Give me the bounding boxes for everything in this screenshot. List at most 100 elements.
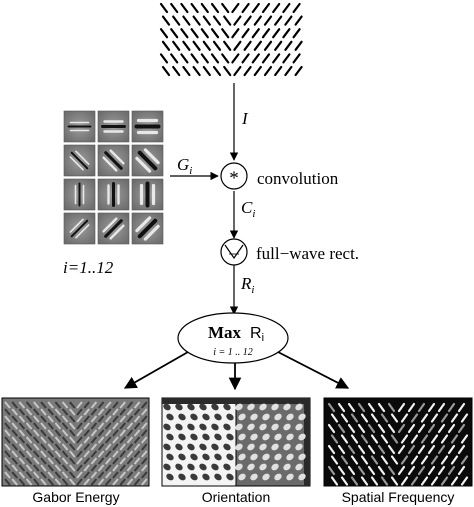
stimulus-bar [284,15,293,26]
energy-texel [126,422,134,430]
energy-texel [105,443,112,451]
orientation-texel [211,463,219,471]
stimulus-bar [231,53,240,64]
energy-texel [25,478,33,486]
energy-texel [141,429,148,437]
frequency-texel [390,413,399,423]
energy-texel [76,464,83,472]
max-to-spatial-frequency-arrow [277,351,350,389]
gabor-filter-tile [97,178,130,211]
energy-texel [76,457,83,465]
stimulus-bar [253,15,262,26]
frequency-texel [407,465,416,476]
energy-texel [105,401,112,409]
frequency-texel [407,423,416,434]
gabor-filter-tile [131,178,164,211]
max-range: i = 1 .. 12 [213,347,253,358]
energy-texel [90,443,98,451]
energy-texel [4,471,11,479]
energy-texel [47,422,54,430]
gabor-energy-map [1,397,150,487]
stimulus-bar [161,65,171,77]
stimulus-bar [243,40,252,51]
stimulus-bar [253,40,262,51]
orientation-texel [190,413,198,421]
energy-texel [126,443,134,451]
output-label-orientation: Orientation [202,489,270,505]
orientation-texel [274,413,282,421]
frequency-texel [360,413,369,423]
energy-texel [54,443,62,451]
energy-texel [141,415,148,423]
energy-texel [133,457,141,465]
energy-texel [40,401,47,409]
stimulus-bar [282,28,291,39]
stimulus-bar [274,40,283,51]
energy-texel [25,464,33,472]
rectification-v-icon [224,244,244,260]
stimulus-bar [182,15,191,26]
energy-texel [47,401,54,409]
stimulus-bar [161,40,171,51]
gabor-filter-tile [131,110,164,143]
orientation-texel [295,463,303,471]
orientation-texel [238,473,246,481]
frequency-texel [340,455,349,465]
gabor-filter-tile [97,212,130,245]
energy-texel [97,457,105,465]
orientation-texel [211,443,219,451]
energy-texel [83,457,90,465]
stimulus-bar [190,28,199,39]
energy-texel [69,464,76,472]
frequency-texel [330,434,339,444]
energy-texel [25,450,33,458]
energy-texel [90,401,98,409]
orientation-texel [271,403,279,411]
frequency-texel [397,444,406,455]
energy-texel [105,464,112,472]
energy-texel [25,408,33,416]
stimulus-bar [261,2,271,14]
stimulus-bar [190,53,199,64]
gabor-filter-tile [63,212,96,245]
energy-texel [25,443,33,451]
energy-texel [126,429,134,437]
orientation-texel [247,423,255,431]
energy-texel [141,401,148,409]
gabor-filter-tile [131,144,164,177]
orientation-texel [283,423,291,431]
energy-texel [4,422,11,430]
frequency-texel [450,413,459,423]
orientation-texel [250,473,258,481]
stimulus-bar [182,40,191,51]
energy-texel [83,471,90,479]
energy-texel [133,415,141,423]
frequency-texel [400,455,409,465]
orientation-texel [202,433,210,441]
energy-texel [61,450,69,458]
stimulus-bar [212,65,222,77]
frequency-texel [447,423,456,434]
stimulus-bar [200,2,209,14]
energy-texel [97,436,105,444]
energy-texel [61,415,69,423]
orientation-texel [202,473,210,481]
energy-texel [133,464,141,472]
filter-index-label: i=1..12 [63,258,114,277]
energy-texel [105,450,112,458]
orientation-texel [163,403,171,411]
frequency-texel [357,465,366,476]
energy-texel [69,401,76,409]
energy-texel [40,429,47,437]
frequency-texel [367,465,376,476]
orientation-texel [247,443,255,451]
orientation-texel [223,423,231,431]
energy-texel [83,415,90,423]
frequency-texel [347,465,356,476]
energy-texel [90,415,98,423]
convolution-label: convolution [257,169,339,188]
stimulus-bar [294,65,303,77]
orientation-texel [199,463,207,471]
energy-texel [33,429,40,437]
energy-texel [4,450,11,458]
